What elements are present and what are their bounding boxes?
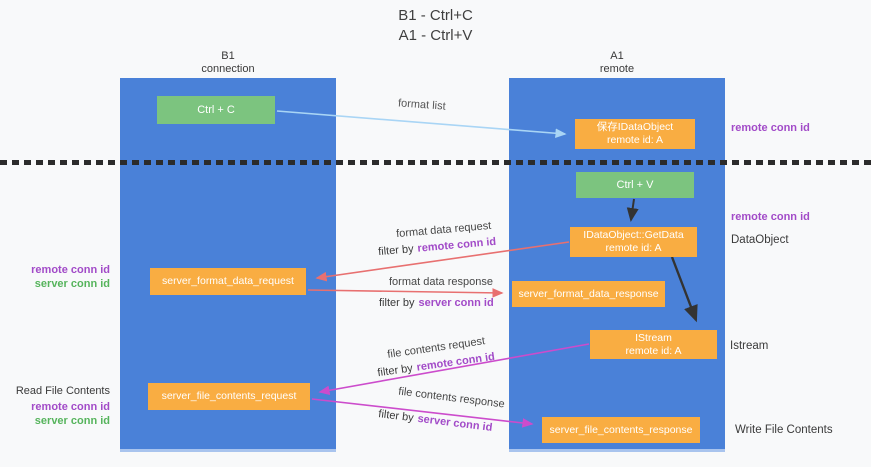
server-format-data-response-label: server_format_data_response: [518, 287, 659, 300]
lane-b1-title: B1: [221, 50, 235, 62]
getdata-line2: remote id: A: [605, 242, 662, 254]
remote-conn-id-text: remote conn id: [417, 235, 497, 255]
filter-by-text: filter by: [377, 243, 415, 259]
istream-line2: remote id: A: [625, 344, 682, 357]
server-conn-id-left-2: server conn id: [34, 415, 110, 427]
save-dataobject-line2: remote id: A: [606, 134, 664, 146]
server-format-data-request-label: server_format_data_request: [162, 275, 294, 287]
server-file-contents-response-box: server_file_contents_response: [542, 417, 700, 443]
write-file-contents-label: Write File Contents: [735, 424, 833, 436]
ctrl-v-label: Ctrl + V: [616, 178, 654, 191]
ctrl-c-label: Ctrl + C: [197, 103, 235, 116]
format-data-response-label: format data response: [389, 276, 493, 288]
save-dataobject-box: 保存IDataObject remote id: A: [575, 119, 695, 149]
server-format-data-request-box: server_format_data_request: [150, 268, 306, 295]
filter-by-text: filter by: [376, 362, 414, 380]
dashed-separator-line: [0, 160, 871, 165]
lane-header-b1: B1 connection: [120, 50, 336, 76]
left-conn-id-group-2: remote conn id server conn id: [10, 400, 110, 428]
server-file-contents-request-label: server_file_contents_request: [161, 390, 297, 402]
lane-b1-subtitle: connection: [201, 63, 255, 75]
remote-conn-id-right-top: remote conn id: [731, 122, 810, 134]
server-format-data-response-box: server_format_data_response: [512, 281, 665, 307]
page-title: B1 - Ctrl+C A1 - Ctrl+V: [0, 6, 871, 46]
remote-conn-id-left-2: remote conn id: [31, 401, 110, 413]
getdata-line1: IDataObject::GetData: [583, 229, 684, 241]
istream-line1: IStream: [635, 331, 672, 344]
filter-by-text: filter by: [379, 297, 415, 309]
istream-box: IStream remote id: A: [590, 330, 717, 359]
left-conn-id-group-1: remote conn id server conn id: [10, 263, 110, 291]
dataobject-label: DataObject: [731, 234, 789, 246]
lane-a1-title: A1: [610, 50, 624, 62]
filter-by-text: filter by: [377, 408, 415, 425]
remote-conn-id-right-mid: remote conn id: [731, 211, 810, 223]
server-conn-id-left-1: server conn id: [34, 278, 110, 290]
read-file-contents-label: Read File Contents: [15, 385, 110, 397]
lane-header-a1: A1 remote: [509, 50, 725, 76]
getdata-box: IDataObject::GetData remote id: A: [570, 227, 697, 257]
save-dataobject-line1: 保存IDataObject: [596, 121, 674, 133]
server-file-contents-request-box: server_file_contents_request: [148, 383, 310, 410]
server-conn-id-text: server conn id: [416, 412, 493, 434]
server-file-contents-response-label: server_file_contents_response: [549, 423, 693, 436]
server-conn-id-text: server conn id: [418, 297, 494, 309]
arrow-format-data-response: [307, 288, 504, 298]
title-line-1: B1 - Ctrl+C: [398, 7, 473, 24]
lane-a1-subtitle: remote: [599, 63, 635, 75]
file-contents-response-label: file contents response: [397, 385, 506, 411]
title-line-2: A1 - Ctrl+V: [398, 27, 473, 44]
remote-conn-id-left-1: remote conn id: [31, 264, 110, 276]
istream-side-label: Istream: [730, 340, 769, 352]
format-list-label: format list: [397, 97, 447, 113]
ctrl-c-box: Ctrl + C: [157, 96, 275, 124]
ctrl-v-box: Ctrl + V: [576, 172, 694, 198]
